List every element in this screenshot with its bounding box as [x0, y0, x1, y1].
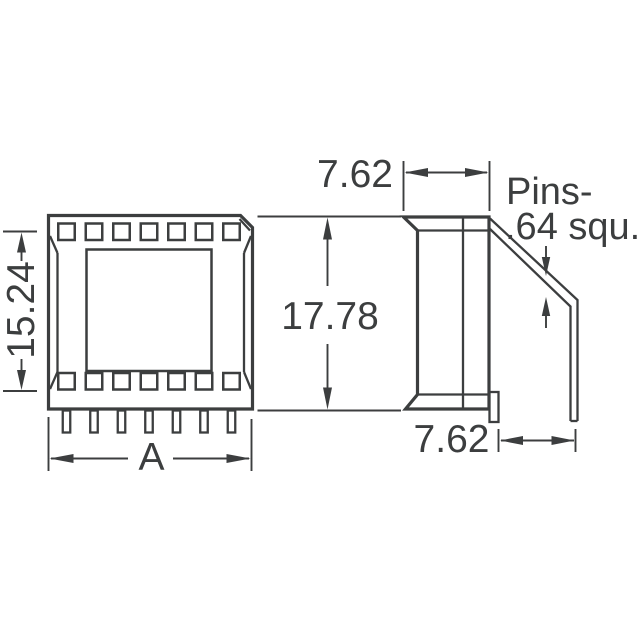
- dimension-label-top-width: 7.62: [317, 153, 393, 196]
- corner-bevel-top-right: [242, 235, 253, 254]
- dimension-label-overall-height: 17.78: [281, 295, 379, 338]
- arrowhead-up-icon: [323, 217, 332, 240]
- pad-square: [222, 371, 241, 391]
- pin: [171, 409, 182, 434]
- bent-pin-outer-line: [489, 217, 579, 421]
- dimension-row-pitch: 15.24: [0, 230, 43, 392]
- side-view: [399, 215, 579, 424]
- dimension-top-width: 7.62: [317, 153, 491, 211]
- bent-pin: [489, 217, 579, 423]
- front-view: [46, 213, 255, 434]
- pad-square: [139, 222, 159, 242]
- pins-note-line1: Pins-: [506, 171, 593, 213]
- pad-row-top: [57, 222, 241, 242]
- arrowhead-down-icon: [17, 370, 26, 390]
- pad-square: [139, 371, 159, 391]
- bent-pin-inner-line: [489, 228, 572, 421]
- arrowhead-up-icon: [17, 232, 26, 253]
- side-body-outline: [399, 215, 491, 411]
- pad-square: [194, 371, 214, 391]
- corner-bevel-bottom-left: [48, 371, 59, 390]
- pad-square: [84, 371, 104, 391]
- pins-note-line2: .64 squ.: [505, 206, 640, 248]
- straight-pin: [488, 390, 500, 424]
- dimension-pin-offset: 7.62: [414, 418, 577, 461]
- corner-bevel-top-left: [48, 235, 59, 254]
- arrowhead-left-icon: [500, 436, 523, 445]
- pad-square: [222, 222, 241, 242]
- inner-chamfer-line: [238, 218, 251, 232]
- dimension-label-pin-offset: 7.62: [414, 418, 490, 461]
- arrowhead-down-icon: [541, 257, 551, 276]
- height-extension-lines: [257, 215, 401, 412]
- arrowhead-up-icon: [541, 297, 551, 316]
- pad-square: [112, 371, 131, 391]
- pad-square: [194, 222, 214, 242]
- arrowhead-right-icon: [551, 436, 575, 445]
- pad-square: [167, 222, 186, 242]
- dimension-overall-height: 17.78: [281, 217, 379, 410]
- arrowhead-right-icon: [226, 454, 251, 463]
- pin: [144, 409, 154, 434]
- pin: [199, 409, 209, 434]
- arrowhead-left-icon: [404, 168, 428, 177]
- dimension-body-width: A: [47, 417, 253, 479]
- arrowhead-right-icon: [465, 168, 489, 177]
- pad-square: [84, 222, 104, 242]
- pad-square: [57, 371, 76, 391]
- pin: [226, 409, 237, 434]
- arrowhead-left-icon: [49, 454, 74, 463]
- arrowhead-down-icon: [323, 387, 332, 410]
- pad-square: [112, 222, 131, 242]
- pad-square: [57, 222, 76, 242]
- pad-square: [167, 371, 186, 391]
- pin: [116, 409, 127, 434]
- pin: [89, 409, 99, 434]
- pin-row: [61, 409, 237, 434]
- pad-row-bottom: [57, 371, 241, 391]
- front-body-outline: [46, 213, 255, 411]
- dimension-label-body-width: A: [138, 436, 164, 479]
- corner-bevel-bottom-right: [242, 371, 253, 390]
- pins-note: Pins- .64 squ.: [505, 171, 640, 328]
- center-window: [85, 248, 213, 373]
- dimension-label-row-pitch: 15.24: [0, 261, 43, 359]
- pin: [61, 409, 72, 434]
